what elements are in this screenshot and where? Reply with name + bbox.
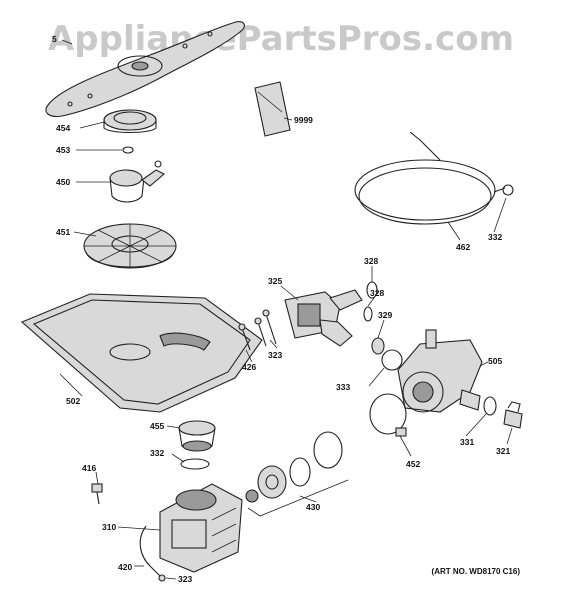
part-328b-drawing: [363, 306, 373, 322]
label-9999: 9999: [294, 115, 313, 125]
label-462: 462: [456, 242, 470, 252]
label-331: 331: [460, 437, 474, 447]
lower-spray-arm-drawing: [45, 21, 245, 117]
label-332b: 332: [150, 448, 164, 458]
label-452: 452: [406, 459, 420, 469]
part-323b-drawing: [158, 574, 166, 582]
label-451: 451: [56, 227, 70, 237]
part-451-drawing: [83, 223, 177, 269]
label-332a: 332: [488, 232, 502, 242]
label-450: 450: [56, 177, 70, 187]
part-323a-drawing: [238, 309, 277, 351]
label-lower-spray-arm: 5: [52, 34, 57, 44]
part-329-drawing: [371, 337, 385, 355]
label-426: 426: [242, 362, 256, 372]
part-321-drawing: [503, 401, 523, 429]
label-328b: 328: [370, 288, 384, 298]
label-323a: 323: [268, 350, 282, 360]
part-455-drawing: [178, 420, 216, 452]
art-number: (ART NO. WD8170 C16): [432, 567, 521, 576]
label-420: 420: [118, 562, 132, 572]
label-321: 321: [496, 446, 510, 456]
label-430: 430: [306, 502, 320, 512]
part-333-drawing: [381, 349, 403, 371]
part-502-drawing: [20, 293, 263, 413]
part-450-drawing: [109, 160, 165, 203]
label-455: 455: [150, 421, 164, 431]
label-416: 416: [82, 463, 96, 473]
part-454-drawing: [103, 109, 157, 134]
part-453-drawing: [122, 146, 134, 154]
part-331-drawing: [483, 396, 497, 416]
part-325-drawing: [284, 289, 363, 347]
label-333: 333: [336, 382, 350, 392]
part-310-drawing: [159, 483, 243, 573]
label-323b: 323: [178, 574, 192, 584]
part-416-drawing: [91, 483, 103, 505]
label-310: 310: [102, 522, 116, 532]
label-325: 325: [268, 276, 282, 286]
label-453: 453: [56, 145, 70, 155]
part-332a-drawing: [502, 184, 514, 196]
label-328a: 328: [364, 256, 378, 266]
label-329: 329: [378, 310, 392, 320]
label-502: 502: [66, 396, 80, 406]
part-332b-drawing: [180, 458, 210, 470]
leader-lines: [59, 39, 513, 580]
part-462-drawing: [354, 131, 506, 225]
label-454: 454: [56, 123, 70, 133]
part-430-drawing: [245, 431, 349, 517]
label-505: 505: [488, 356, 502, 366]
part-9999-drawing: [254, 81, 291, 137]
part-505-drawing: [397, 329, 483, 413]
watermark: AppliancePartsPros.com: [48, 19, 514, 59]
part-452-drawing: [369, 393, 407, 437]
